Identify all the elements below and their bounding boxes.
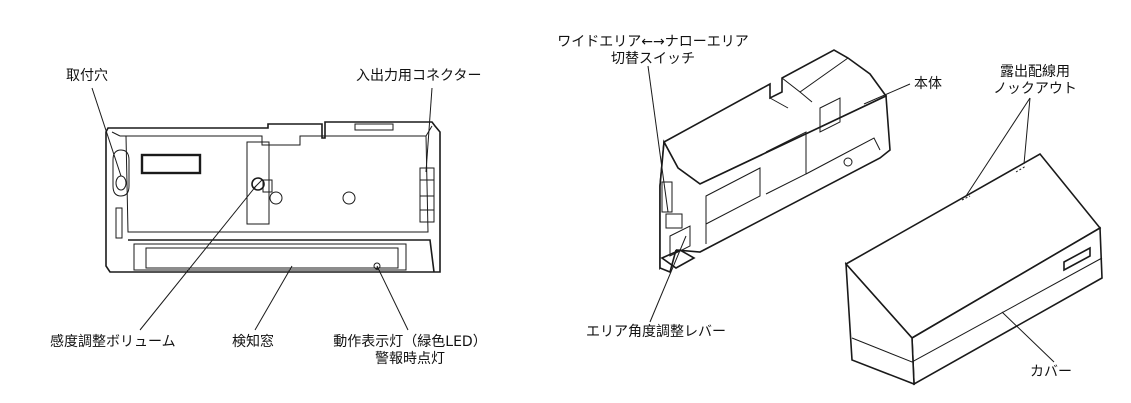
label-indicator-line2: 警報時点灯 [375,351,445,367]
detection-window-shape [128,239,435,273]
cover-shape [844,152,1103,386]
label-sensitivity-volume: 感度調整ボリューム [50,334,176,350]
screw-hole-left [269,191,283,205]
label-plate [140,153,202,175]
screw-hole-right [342,191,356,205]
label-knockout-line2: ノックアウト [993,81,1077,97]
label-detection-window: 検知窓 [232,334,274,350]
exploded-leader-lines [647,65,1055,363]
io-connector-part [419,167,435,223]
label-knockout-line1: 露出配線用 [1000,64,1070,80]
label-io-connector: 入出力用コネクター [356,68,482,84]
label-mounting-hole: 取付穴 [66,68,108,84]
label-area-switch-line2: 切替スイッチ [611,51,695,67]
label-area-switch-line1: ワイドエリア←→ナローエリア [557,34,749,50]
label-main-body: 本体 [914,76,942,92]
side-clip-left [115,207,123,239]
label-angle-lever: エリア角度調整レバー [586,324,726,340]
main-body-shape [659,49,891,274]
sensitivity-volume-part [246,141,273,225]
front-view-housing [105,121,441,273]
label-area-switch: ワイドエリア←→ナローエリア 切替スイッチ [548,34,758,68]
label-indicator-line1: 動作表示灯（緑色LED） [333,334,487,350]
label-indicator-led: 動作表示灯（緑色LED） 警報時点灯 [326,334,494,368]
front-leader-lines [91,87,433,331]
label-knockout: 露出配線用 ノックアウト [990,64,1080,98]
label-cover: カバー [1030,364,1072,380]
